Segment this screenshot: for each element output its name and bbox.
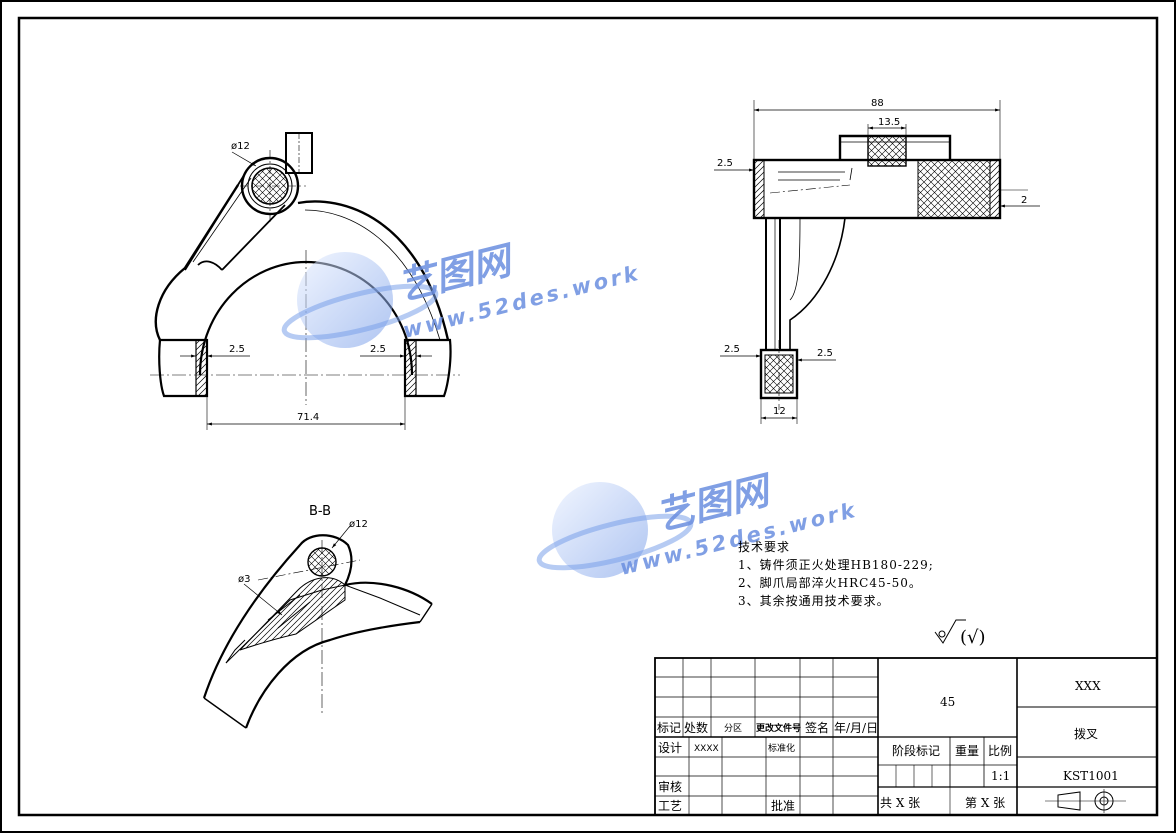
sheets-total: 共 X 张 [880, 796, 920, 810]
inner-frame [17, 16, 1159, 817]
side-foot-right-label: 2.5 [817, 348, 833, 359]
front-left-thk-label: 2.5 [229, 344, 245, 355]
weight-label: 重量 [955, 744, 979, 758]
roughness-symbol [934, 619, 966, 644]
standard-label: 标准化 [768, 742, 795, 754]
designer-name: XXXX [694, 744, 719, 754]
watermark-top: 艺图网 www.52des.work [281, 237, 643, 348]
front-right-thk-label: 2.5 [370, 344, 386, 355]
review-label: 审核 [658, 779, 682, 794]
scale-label: 比例 [988, 744, 1012, 758]
header-cell: 标记 [657, 721, 681, 735]
title-block [654, 657, 1158, 816]
header-cell: 更改文件号 [756, 722, 801, 734]
header-cell: 分区 [724, 723, 742, 734]
section-dia-large-label: ø12 [349, 519, 368, 530]
front-span-label: 71.4 [297, 412, 319, 423]
tech-note-line: 1、铸件须正火处理HB180-229; [738, 557, 934, 572]
sheet-number: 第 X 张 [965, 796, 1005, 810]
part-name: 拨叉 [1074, 727, 1098, 741]
process-label: 工艺 [658, 799, 682, 813]
side-foot-width-label: 12 [773, 406, 786, 417]
side-left-label: 2.5 [717, 158, 733, 169]
scale-value: 1:1 [991, 769, 1010, 783]
header-cell: 处数 [684, 720, 708, 735]
side-right-label: 2 [1021, 195, 1027, 206]
tech-notes-title: 技术要求 [738, 540, 790, 554]
header-cell: 签名 [805, 720, 829, 735]
front-dia-label: ø12 [231, 141, 250, 152]
tech-note-line: 3、其余按通用技术要求。 [738, 593, 890, 608]
tech-note-line: 2、脚爪局部淬火HRC45-50。 [738, 575, 922, 590]
design-label: 设计 [658, 741, 682, 755]
side-foot-left-label: 2.5 [724, 344, 740, 355]
section-view [202, 525, 433, 729]
approve-label: 批准 [771, 798, 795, 813]
company-name: XXX [1075, 679, 1101, 693]
header-cell: 年/月/日 [834, 721, 878, 735]
material-value: 45 [940, 695, 955, 709]
section-title: B-B [309, 504, 331, 519]
drawing-number: KST1001 [1063, 769, 1119, 783]
side-view [714, 100, 1040, 424]
roughness-label: (√) [960, 627, 986, 648]
projection-symbol-icon [1045, 789, 1126, 813]
side-slot-label: 13.5 [878, 117, 900, 128]
stage-label: 阶段标记 [892, 743, 940, 758]
section-dia-small-label: ø3 [238, 574, 250, 585]
side-total-label: 88 [871, 98, 884, 109]
